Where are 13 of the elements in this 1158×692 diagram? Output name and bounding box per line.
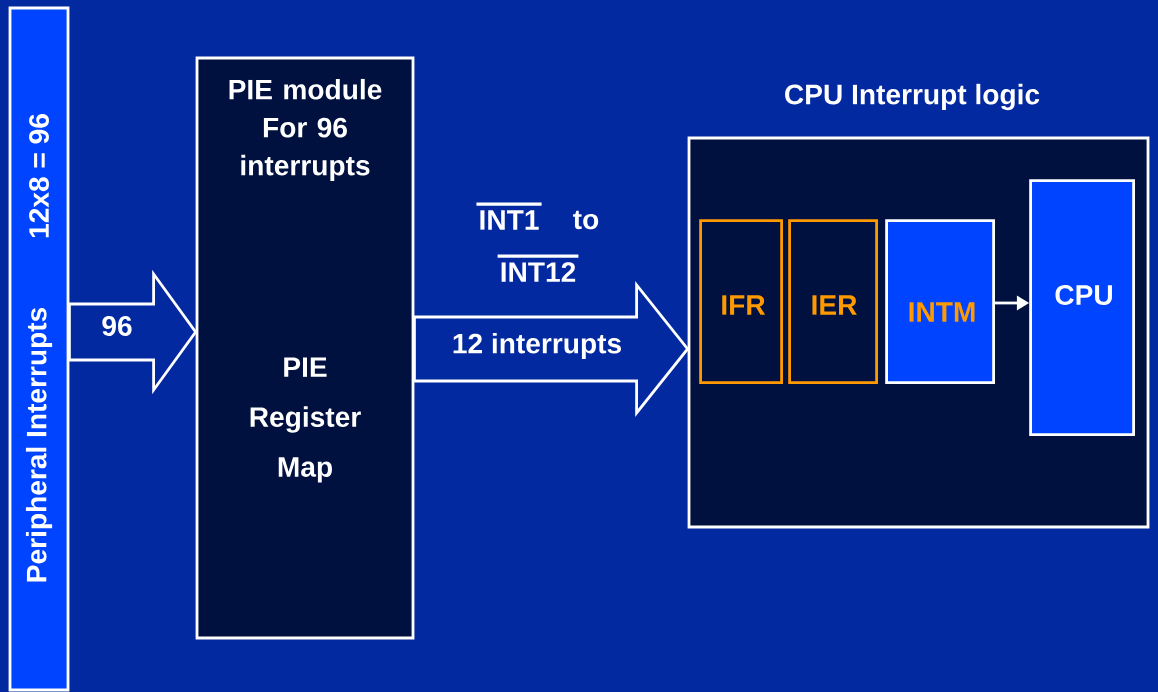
signal-label: INT1 [476,202,542,230]
signal-label: INT12 [497,254,579,282]
vertical-bar: Peripheral Interrupts 12x8 = 96 [8,6,70,692]
module-box: PIE module For 96 interrupts PIE Register Map [195,56,415,640]
register-box: IFR [699,219,783,384]
block-arrow [68,269,198,395]
node-label: CPU Interrupt logic [785,83,1040,111]
register-box: INTM [885,219,995,384]
edge-label: 96 [99,314,135,338]
label: to [573,210,599,230]
edge-label: 12 interrupts [450,331,624,361]
register-box: IER [788,219,878,384]
cpu-box: CPU [1029,179,1135,436]
